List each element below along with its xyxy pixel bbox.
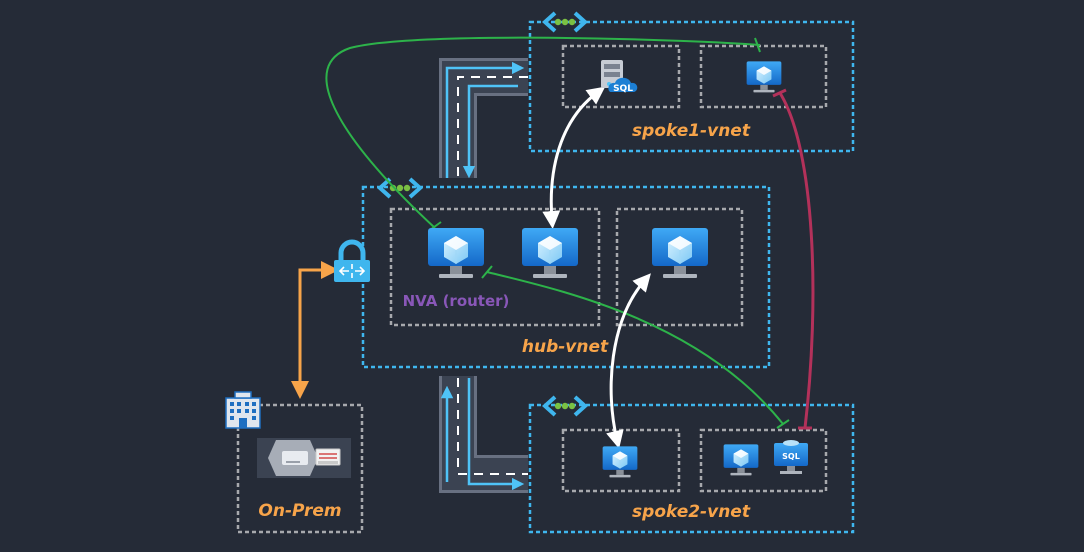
spoke2-subnet-sqlvm [699,428,828,493]
spoke2-vnet-label: spoke2-vnet [632,502,751,522]
spoke1-subnet-vm [699,44,828,109]
spoke2-vnet-boundary [528,403,855,534]
flow-arrow-hub-to-spoke2-vm [606,273,651,449]
sql-vm-text: SQL [782,452,800,461]
road-connector-top-icon [439,58,528,179]
storage-device-icon [257,438,351,478]
hub-vnet-label: hub-vnet [522,337,609,357]
spoke1-vnet-boundary [528,20,855,153]
building-icon [225,391,261,429]
onprem-label: On-Prem [258,501,341,521]
sql-vm-icon: SQL [774,440,808,474]
virtual-machine-icon [651,227,709,279]
route-line-spoke1-to-nva [325,36,761,229]
road-connector-bottom-icon [439,376,528,493]
flow-arrow-hub-to-spoke1-sql [542,86,606,229]
nva-router-vm-icon [427,227,485,279]
route-line-cap [481,265,790,429]
vpn-gateway-icon [334,239,370,282]
flow-arrow-onprem-to-gateway [291,261,339,399]
spoke1-subnet-sql [561,44,681,109]
nva-router-label: NVA (router) [403,292,510,310]
virtual-machine-icon [723,444,759,476]
sql-server-text: SQL [613,84,633,94]
sql-server-icon: SQL [601,60,638,94]
vnet-peering-icon [377,177,423,199]
vnet-peering-icon [542,395,588,417]
virtual-machine-icon [521,227,579,279]
hub-subnet-nva [389,207,601,327]
virtual-machine-icon [602,446,638,478]
hub-subnet-vm [615,207,744,327]
virtual-machine-icon [746,61,782,93]
route-line-spoke1-to-spoke2 [778,92,815,429]
vnet-peering-icon [542,11,588,33]
spoke1-vnet-label: spoke1-vnet [632,121,751,141]
route-line-cap [772,88,812,430]
